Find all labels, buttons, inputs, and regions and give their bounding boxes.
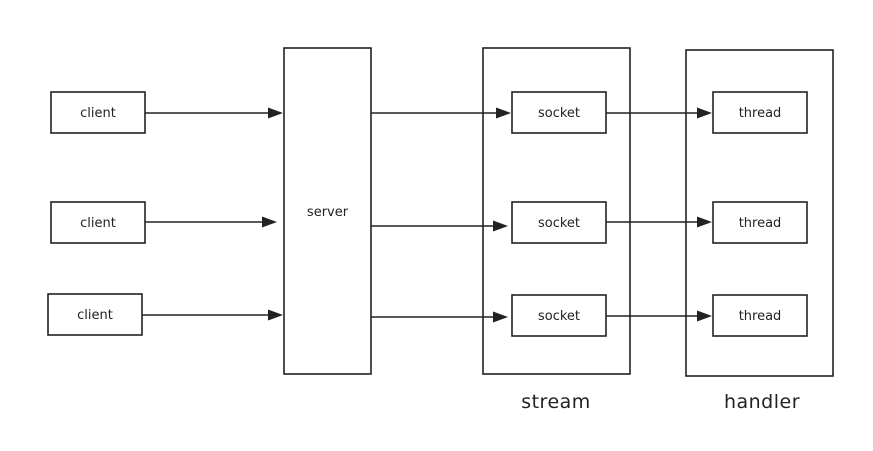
socket-box-1 [511,91,607,134]
socket-label-3: socket [538,309,580,324]
client-label-2: client [80,216,116,231]
arrowhead-server-socket2 [493,220,508,232]
handler-group-label: handler [724,391,800,413]
socket-label-1: socket [538,106,580,121]
thread-label-2: thread [739,216,782,231]
arrowhead-server-socket1 [496,107,511,119]
arrowhead-server-socket3 [493,311,508,323]
thread-box-1 [712,91,808,134]
server-box [283,47,372,375]
thread-box-3 [712,294,808,337]
arrowhead-socket3-thread3 [697,310,712,322]
socket-box-3 [511,294,607,337]
server-label: server [307,205,349,220]
client-label-3: client [77,308,113,323]
socket-label-2: socket [538,216,580,231]
thread-box-2 [712,201,808,244]
arrowhead-client1-server [268,107,283,119]
socket-box-2 [511,201,607,244]
thread-label-1: thread [739,106,782,121]
client-label-1: client [80,106,116,121]
arrowhead-client3-server [268,309,283,321]
client-box-3 [47,293,143,336]
client-box-2 [50,201,146,244]
thread-label-3: thread [739,309,782,324]
arrowhead-socket2-thread2 [697,216,712,228]
arrowhead-client2-server [262,216,277,228]
arrowhead-socket1-thread1 [697,107,712,119]
stream-group-label: stream [521,391,591,413]
